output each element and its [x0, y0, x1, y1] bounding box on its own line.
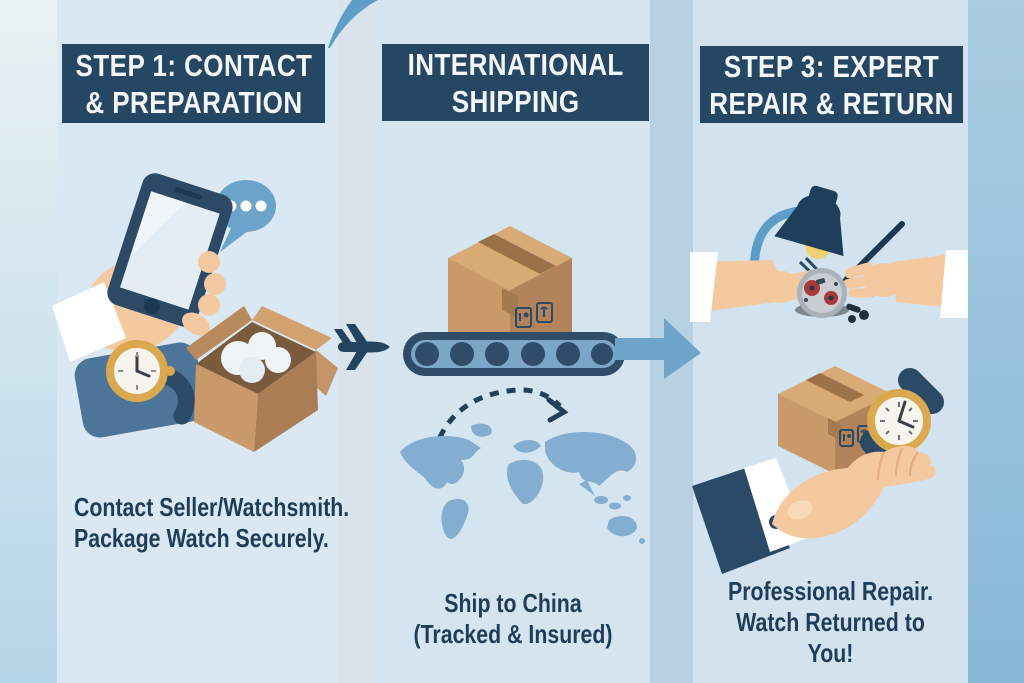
caption-step1-line2: Package Watch Securely.	[74, 523, 329, 553]
flow-arrow-icon	[615, 318, 701, 379]
watch-movement-icon	[795, 268, 849, 318]
header-step3-line1: STEP 3: EXPERT	[723, 48, 940, 84]
hand-holding-phone-icon	[52, 173, 233, 362]
caption-step3-line3: You!	[807, 638, 854, 668]
watch-on-tray-icon	[74, 340, 206, 438]
header-shipping: INTERNATIONAL SHIPPING	[382, 44, 649, 121]
caption-step1: Contact Seller/Watchsmith. Package Watch…	[47, 492, 350, 554]
header-shipping-line2: SHIPPING	[451, 83, 580, 119]
header-shipping-line1: INTERNATIONAL	[407, 46, 624, 82]
caption-shipping-line2: (Tracked & Insured)	[413, 619, 613, 649]
airplane-icon	[334, 324, 390, 370]
open-packing-box-icon	[186, 306, 338, 452]
header-step1-line1: STEP 1: CONTACT	[75, 47, 312, 83]
header-step1-line2: & PREPARATION	[84, 84, 303, 120]
watch-parts-icon	[846, 303, 869, 323]
header-step3: STEP 3: EXPERT REPAIR & RETURN	[700, 46, 963, 123]
world-map-icon	[400, 423, 645, 544]
open-hand-icon	[692, 446, 936, 574]
caption-step3: Professional Repair. Watch Returned to Y…	[683, 576, 978, 669]
caption-step1-line1: Contact Seller/Watchsmith.	[74, 492, 350, 522]
header-step3-line2: REPAIR & RETURN	[709, 85, 954, 121]
repair-hands-icon	[690, 221, 968, 323]
background-left-strip	[0, 0, 57, 683]
caption-shipping-line1: Ship to China	[444, 588, 582, 618]
conveyor-belt-icon	[403, 332, 625, 376]
caption-step3-line1: Professional Repair.	[728, 576, 933, 606]
caption-shipping: Ship to China (Tracked & Insured)	[376, 588, 650, 650]
caption-step3-line2: Watch Returned to	[736, 607, 925, 637]
header-step1: STEP 1: CONTACT & PREPARATION	[62, 44, 325, 123]
fragile-marks-icon	[515, 302, 553, 328]
background-right-strip	[968, 0, 1024, 683]
swoosh-decoration	[328, 0, 378, 48]
